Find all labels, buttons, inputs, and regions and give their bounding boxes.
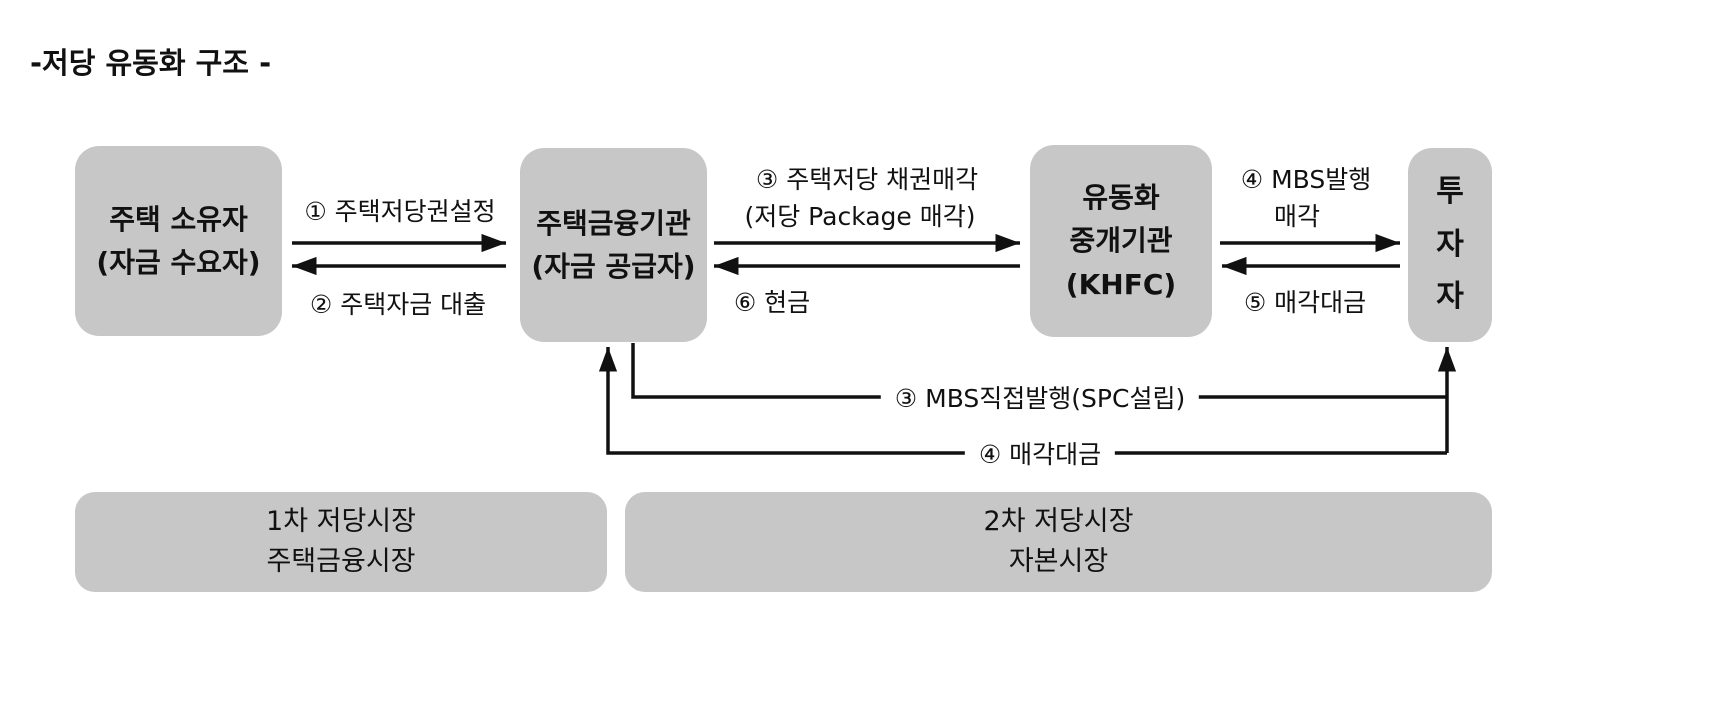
node-investor-char2: 자 [1436, 226, 1464, 262]
node-investor: 투 자 자 [1408, 148, 1492, 342]
label-mbs-direct-issue: ③ MBS직접발행(SPC설립) [880, 379, 1200, 415]
label-cash: ⑥ 현금 [733, 288, 811, 317]
label-bond-sale-line1: ③ 주택저당 채권매각 [755, 165, 979, 194]
market-secondary: 2차 저당시장 자본시장 [625, 492, 1492, 592]
market-primary: 1차 저당시장 주택금융시장 [75, 492, 607, 592]
market-primary-line1: 1차 저당시장 [266, 505, 416, 537]
label-sale-proceeds: ⑤ 매각대금 [1243, 288, 1367, 317]
node-conduit-line3: (KHFC) [1065, 267, 1177, 301]
node-conduit-line2: 중개기관 [1069, 224, 1173, 258]
label-mbs-issue-line1: ④ MBS발행 [1240, 165, 1372, 194]
label-housing-loan: ② 주택자금 대출 [309, 290, 487, 319]
label-proceeds-return: ④ 매각대금 [964, 435, 1116, 471]
node-homeowner: 주택 소유자 (자금 수요자) [75, 146, 282, 336]
market-secondary-line2: 자본시장 [1008, 546, 1109, 577]
node-homeowner-line1: 주택 소유자 [109, 202, 248, 236]
node-lender-line1: 주택금융기관 [536, 206, 691, 240]
node-investor-char1: 투 [1436, 174, 1464, 210]
node-lender-line2: (자금 공급자) [531, 250, 696, 283]
label-bond-sale-line2: (저당 Package 매각) [744, 202, 976, 231]
node-conduit-khfc: 유동화 중개기관 (KHFC) [1030, 145, 1212, 337]
market-primary-line2: 주택금융시장 [266, 546, 416, 577]
label-mortgage-setup: ① 주택저당권설정 [304, 197, 496, 226]
route-proceeds-return [598, 347, 1447, 455]
node-homeowner-line2: (자금 수요자) [96, 246, 261, 279]
node-conduit-line1: 유동화 [1082, 180, 1160, 214]
diagram-title: -저당 유동화 구조 - [30, 46, 272, 80]
node-investor-char3: 자 [1436, 279, 1464, 315]
market-secondary-line1: 2차 저당시장 [983, 505, 1134, 537]
node-lender: 주택금융기관 (자금 공급자) [520, 148, 707, 342]
label-mbs-issue-line2: 매각 [1273, 202, 1321, 231]
